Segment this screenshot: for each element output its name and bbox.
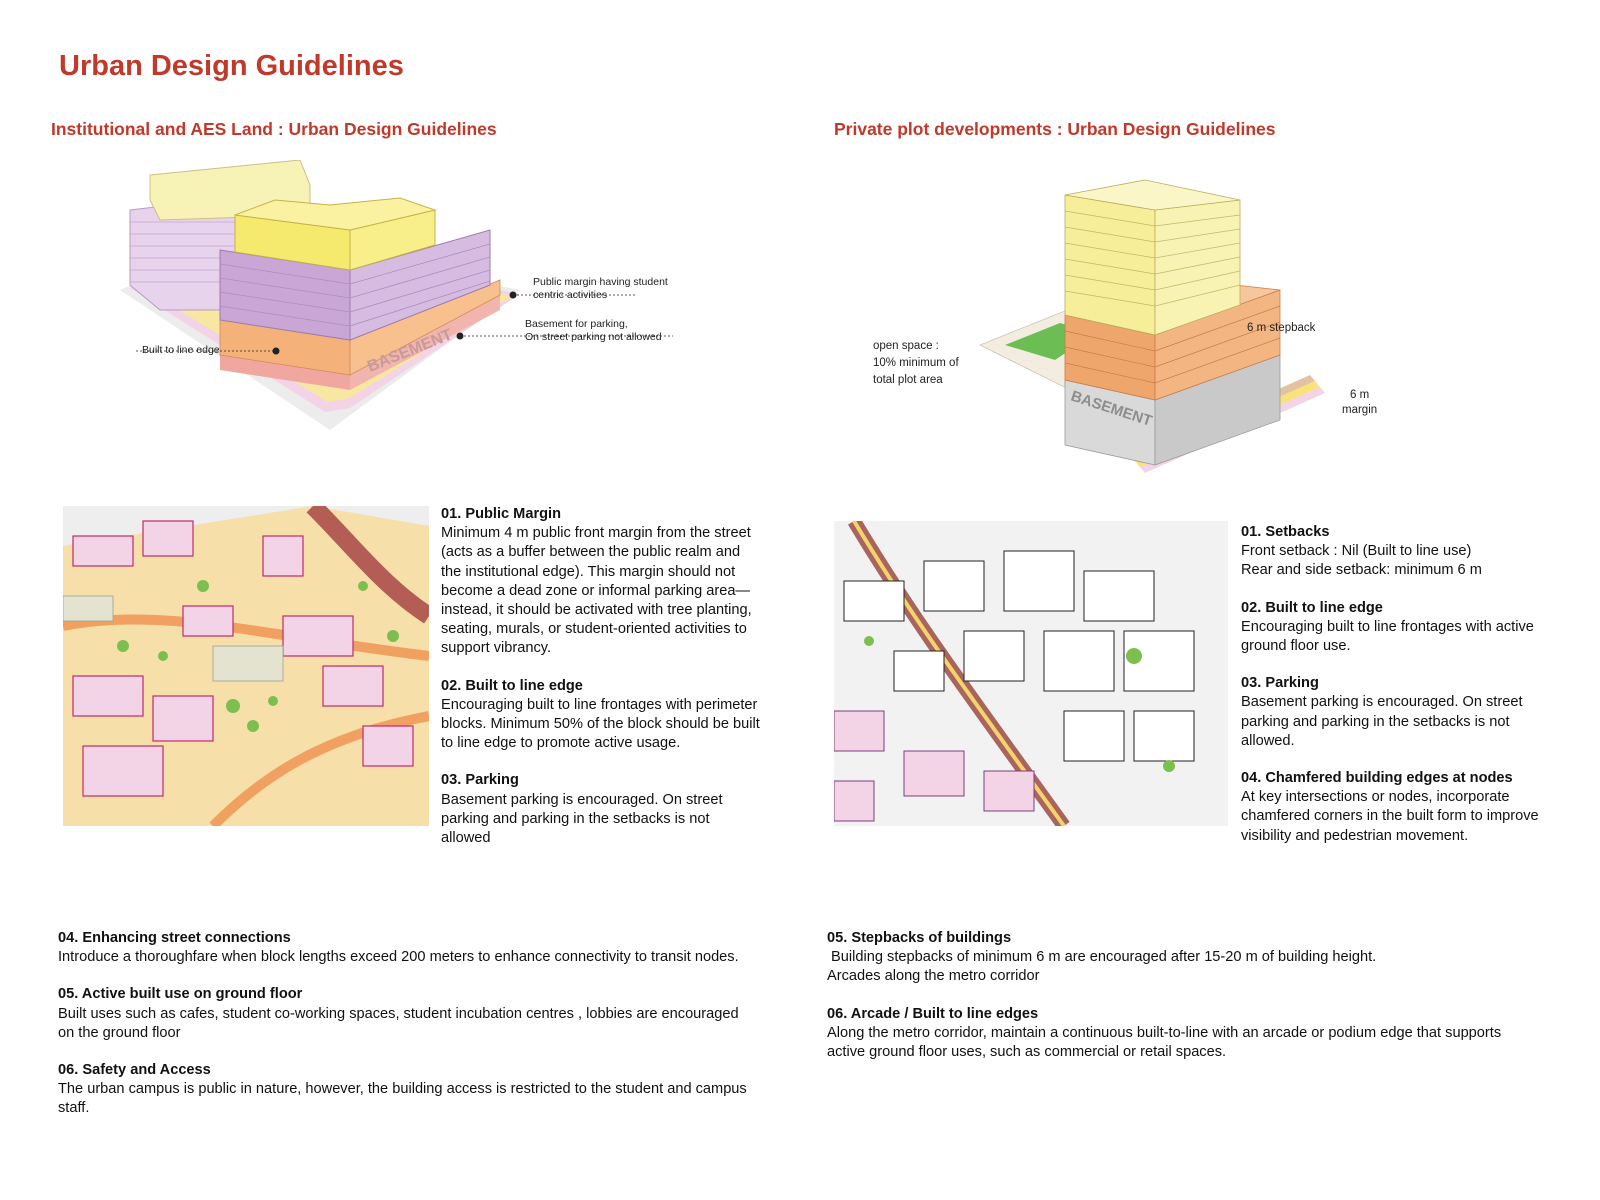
podium-floor-lines xyxy=(1064,305,1281,384)
right-point-6-heading: 06. Arcade / Built to line edges xyxy=(827,1005,1039,1022)
white-blocks xyxy=(843,550,1195,762)
left-point-1-body: Minimum 4 m public front margin from the… xyxy=(441,525,752,657)
left-point-5-heading: 05. Active built use on ground floor xyxy=(58,986,303,1003)
basement-marker xyxy=(456,332,464,340)
right-point-2-body: Encouraging built to line frontages with… xyxy=(1241,618,1534,655)
right-point-1: 01. Setbacks Front setback : Nil (Built … xyxy=(1241,523,1551,581)
tower-front xyxy=(1064,194,1156,336)
aerial-buildings xyxy=(72,520,414,797)
right-point-3-heading: 03. Parking xyxy=(1241,675,1319,692)
right-point-4: 04. Chamfered building edges at nodes At… xyxy=(1241,769,1551,846)
label-stepback: 6 m stepback xyxy=(1247,322,1316,334)
right-point-5-body-line-1: Building stepbacks of minimum 6 m are en… xyxy=(827,949,1377,966)
right-points: 01. Setbacks Front setback : Nil (Built … xyxy=(1241,523,1551,864)
tower-roof xyxy=(1064,179,1241,211)
right-point-3-body: Basement parking is encouraged. On stree… xyxy=(1241,694,1523,749)
right-point-2-heading: 02. Built to line edge xyxy=(1241,599,1383,616)
main-building-side xyxy=(349,229,491,341)
right-lower-points: 05. Stepbacks of buildings Building step… xyxy=(827,929,1542,1080)
left-section-title: Institutional and AES Land : Urban Desig… xyxy=(51,119,497,139)
pink-blocks xyxy=(834,710,1035,822)
label-open-space: open space : 10% minimum of total plot a… xyxy=(873,340,959,386)
left-point-3: 03. Parking Basement parking is encourag… xyxy=(441,771,761,848)
left-point-1: 01. Public Margin Minimum 4 m public fro… xyxy=(441,505,761,659)
right-point-6: 06. Arcade / Built to line edges Along t… xyxy=(827,1005,1542,1063)
left-points: 01. Public Margin Minimum 4 m public fro… xyxy=(441,505,761,866)
plinth-front xyxy=(220,355,350,390)
right-point-1-body-line-1: Front setback : Nil (Built to line use) xyxy=(1241,543,1472,560)
page-title: Urban Design Guidelines xyxy=(59,50,404,82)
right-point-5-body-line-2: Arcades along the metro corridor xyxy=(827,968,1040,985)
main-building-floor-lines xyxy=(219,243,491,327)
plinth-side xyxy=(350,295,500,390)
left-point-4-body: Introduce a thoroughfare when block leng… xyxy=(58,949,739,966)
left-point-1-heading: 01. Public Margin xyxy=(441,506,562,522)
left-point-2-heading: 02. Built to line edge xyxy=(441,677,583,694)
right-point-3: 03. Parking Basement parking is encourag… xyxy=(1241,674,1551,751)
left-point-4: 04. Enhancing street connections Introdu… xyxy=(58,929,758,967)
left-point-3-body: Basement parking is encouraged. On stree… xyxy=(441,791,723,847)
right-point-6-body: Along the metro corridor, maintain a con… xyxy=(827,1024,1502,1061)
right-point-2: 02. Built to line edge Encouraging built… xyxy=(1241,599,1551,657)
right-point-1-heading: 01. Setbacks xyxy=(1241,524,1330,540)
institutional-block-diagram: BASEMENT xyxy=(120,160,673,430)
left-point-6-body: The urban campus is public in nature, ho… xyxy=(58,1081,747,1117)
right-section-title: Private plot developments : Urban Design… xyxy=(834,119,1276,139)
left-point-4-heading: 04. Enhancing street connections xyxy=(58,930,291,946)
right-point-5: 05. Stepbacks of buildings Building step… xyxy=(827,929,1542,987)
green-patches xyxy=(864,636,1175,772)
right-point-1-body-line-2: Rear and side setback: minimum 6 m xyxy=(1241,562,1482,579)
left-point-3-heading: 03. Parking xyxy=(441,772,519,789)
left-point-6: 06. Safety and Access The urban campus i… xyxy=(58,1061,758,1119)
aerial-buildings-beige xyxy=(63,595,284,682)
right-point-4-body: At key intersections or nodes, incorpora… xyxy=(1241,789,1539,844)
label-margin: 6 m margin xyxy=(1342,389,1378,416)
left-point-5-body: Built uses such as cafes, student co-wor… xyxy=(58,1005,739,1041)
left-point-5: 05. Active built use on ground floor Bui… xyxy=(58,985,758,1043)
right-point-5-heading: 05. Stepbacks of buildings xyxy=(827,930,1012,946)
left-point-2: 02. Built to line edge Encouraging built… xyxy=(441,677,761,754)
private-plot-diagram: BASEMENT xyxy=(979,179,1325,473)
aerial-road xyxy=(306,506,429,624)
upper-block-roof xyxy=(234,197,437,231)
label-public-margin: Public margin having student centric act… xyxy=(533,276,668,301)
private-aerial-illustration xyxy=(834,521,1228,826)
aerial-street-2 xyxy=(209,711,429,826)
right-point-4-heading: 04. Chamfered building edges at nodes xyxy=(1241,770,1513,787)
built-to-line-marker xyxy=(272,347,280,355)
institutional-aerial-illustration xyxy=(63,506,429,826)
left-point-2-body: Encouraging built to line frontages with… xyxy=(441,696,760,752)
public-margin-marker xyxy=(509,291,517,299)
tower-floor-lines xyxy=(1064,210,1241,307)
aerial-trees xyxy=(117,580,399,732)
label-built-to-line: Built to line edge xyxy=(142,344,220,356)
label-basement: Basement for parking, On street parking … xyxy=(525,318,662,343)
left-lower-points: 04. Enhancing street connections Introdu… xyxy=(58,929,758,1137)
left-point-6-heading: 06. Safety and Access xyxy=(58,1062,211,1079)
